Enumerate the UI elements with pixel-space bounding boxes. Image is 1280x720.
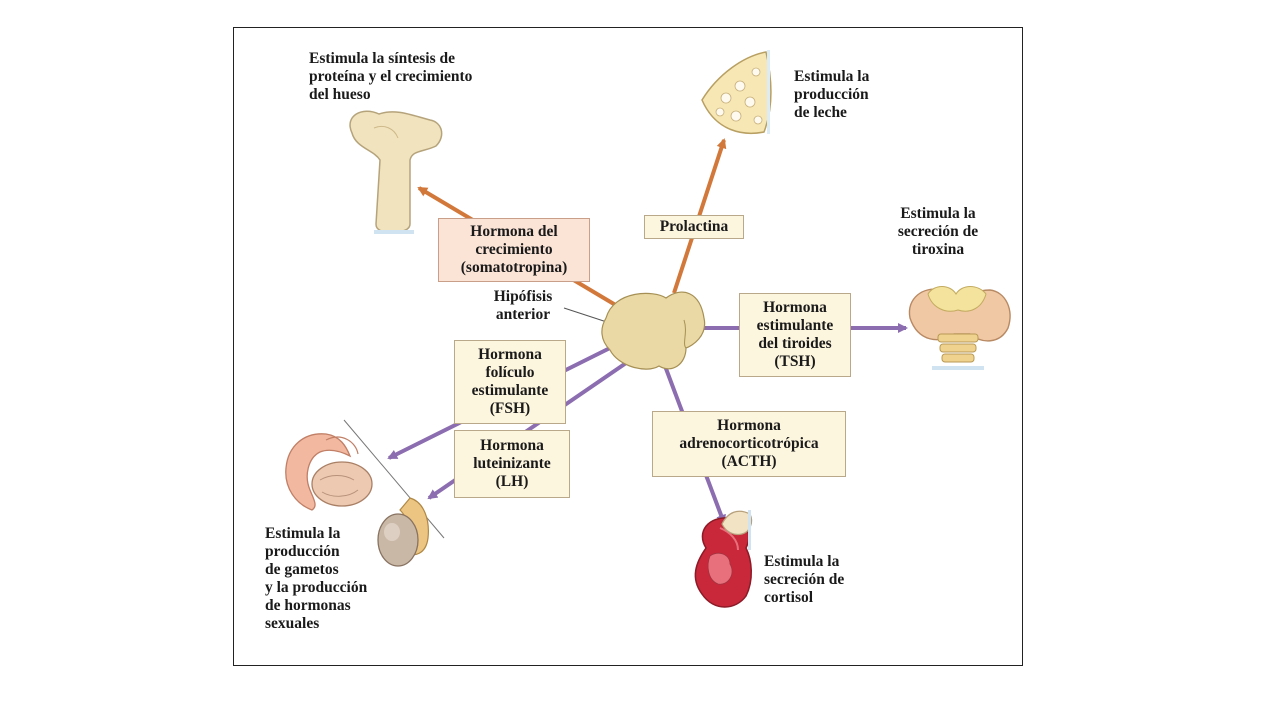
testis-icon xyxy=(377,497,429,567)
hormone-box-prolactin: Prolactina xyxy=(644,215,744,239)
hormone-box-growth: Hormona del crecimiento (somatotropina) xyxy=(438,218,590,282)
hormone-box-fsh: Hormona folículo estimulante (FSH) xyxy=(454,340,566,424)
ovary-icon xyxy=(285,433,373,511)
pituitary-label: Hipófisis anterior xyxy=(493,288,553,323)
hormone-box-tsh: Hormona estimulante del tiroides (TSH) xyxy=(739,293,851,377)
figure-frame: Estimula la síntesis de proteína y el cr… xyxy=(233,27,1023,666)
hormone-box-acth: Hormona adrenocorticotrópica (ACTH) xyxy=(652,411,846,477)
bone-icon xyxy=(349,110,443,234)
hormone-box-lh: Hormona luteinizante (LH) xyxy=(454,430,570,498)
effect-label-gametes: Estimula la producción de gametos y la p… xyxy=(265,525,368,632)
diagram-art xyxy=(285,50,1011,608)
pituitary-gland-icon xyxy=(601,291,706,370)
effect-label-milk: Estimula la producción de leche xyxy=(794,68,870,121)
thyroid-icon xyxy=(908,286,1011,370)
effect-label-bone: Estimula la síntesis de proteína y el cr… xyxy=(309,50,473,103)
mammary-gland-icon xyxy=(701,50,772,135)
adrenal-kidney-icon xyxy=(694,510,753,608)
effect-label-cortisol: Estimula la secreción de cortisol xyxy=(764,553,845,606)
effect-label-thyroxine: Estimula la secreción de tiroxina xyxy=(897,205,979,258)
